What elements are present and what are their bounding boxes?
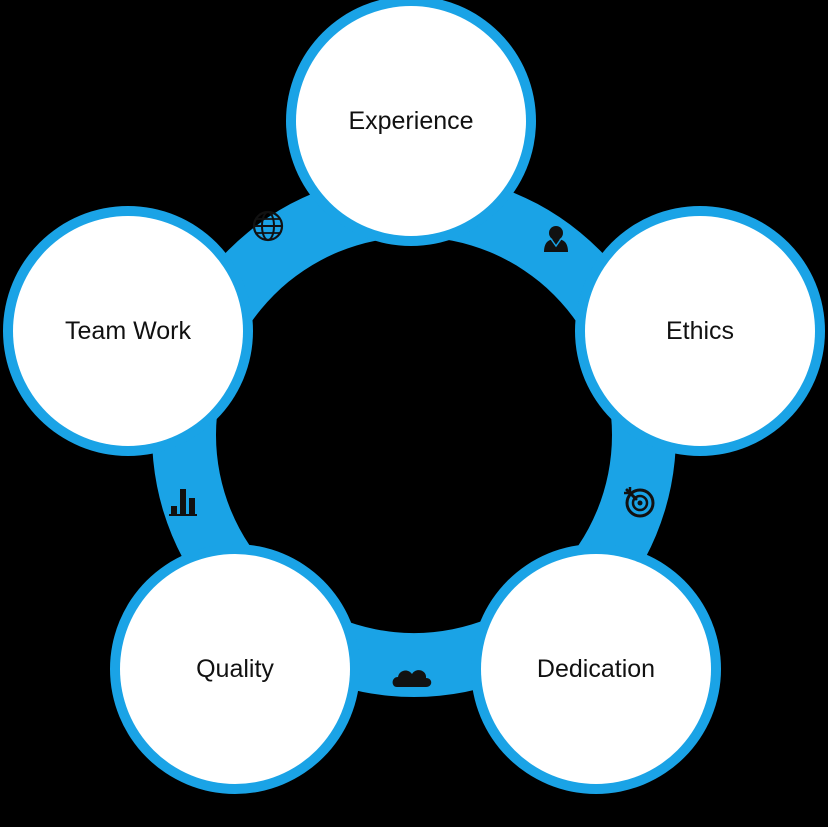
node-team-work-label: Team Work [65, 317, 191, 345]
node-ethics: Ethics [585, 216, 815, 446]
user-icon [544, 226, 568, 252]
target-icon [624, 487, 653, 516]
node-ethics-circle [585, 216, 815, 446]
node-experience: Experience [296, 6, 526, 236]
node-quality-circle [120, 554, 350, 784]
node-dedication: Dedication [481, 554, 711, 784]
bar-chart-icon [169, 489, 197, 516]
node-experience-label: Experience [348, 107, 473, 135]
cloud-icon [392, 670, 432, 687]
node-dedication-circle [481, 554, 711, 784]
node-experience-circle [296, 6, 526, 236]
node-ethics-label: Ethics [666, 317, 734, 345]
node-quality: Quality [120, 554, 350, 784]
node-team-work: Team Work [13, 216, 243, 446]
globe-icon [254, 212, 282, 240]
node-team-work-circle [13, 216, 243, 446]
node-dedication-label: Dedication [537, 655, 655, 683]
node-quality-label: Quality [196, 655, 274, 683]
